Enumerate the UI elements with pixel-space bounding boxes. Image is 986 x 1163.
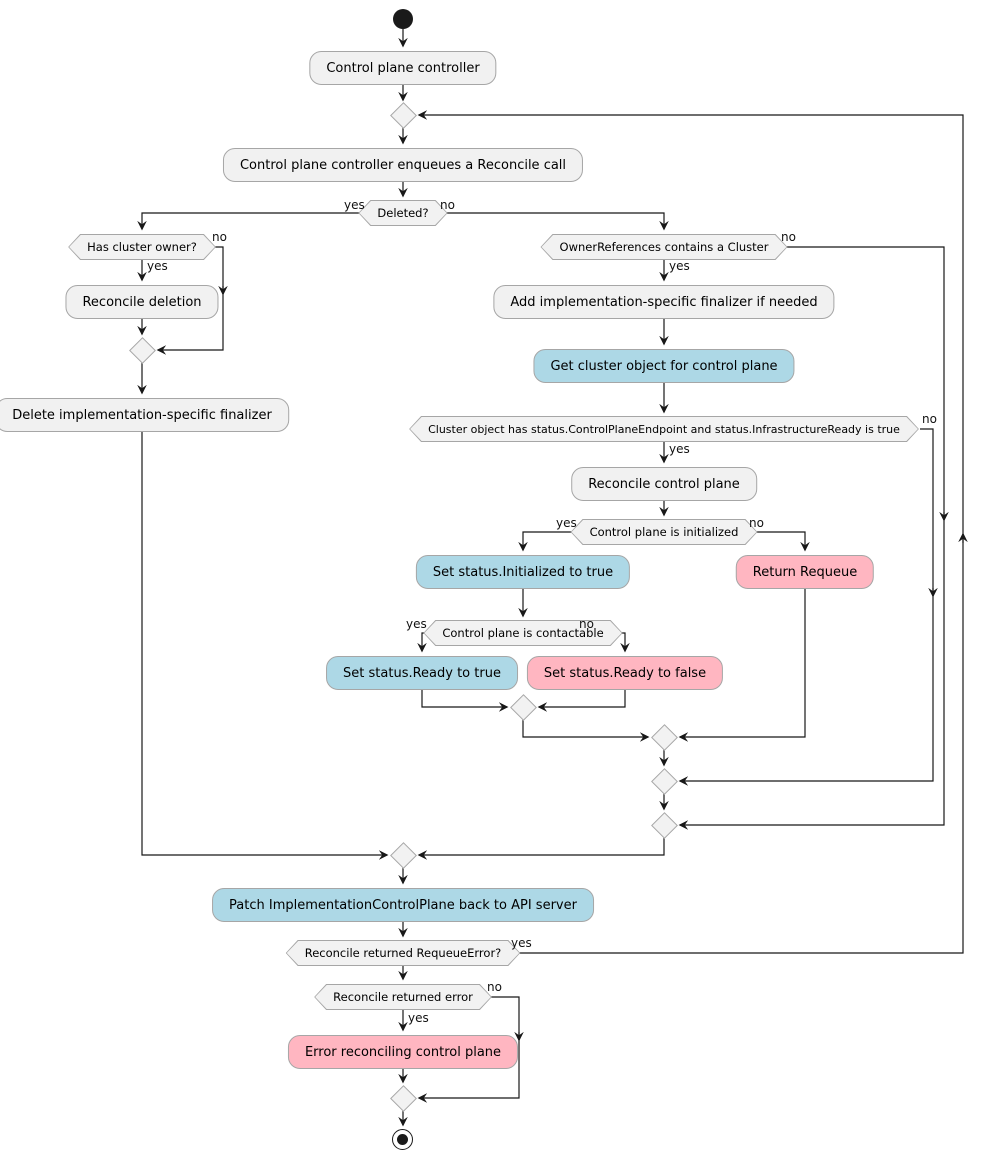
edge-label-deleted-no: no — [440, 198, 455, 212]
edge-label-contactable-no: no — [579, 617, 594, 631]
activity-control-plane-controller: Control plane controller — [309, 51, 497, 85]
edge-label-ownerref-yes: yes — [669, 259, 690, 273]
activity-return-requeue: Return Requeue — [735, 555, 875, 589]
decision-requeue-error: Reconcile returned RequeueError? — [286, 940, 521, 966]
edge-label-ownerref-no: no — [781, 230, 796, 244]
edge-label-error-no: no — [487, 980, 502, 994]
activity-set-ready-true: Set status.Ready to true — [326, 656, 518, 690]
activity-reconcile-control-plane: Reconcile control plane — [571, 467, 757, 501]
edge-label-cluster-no: no — [922, 412, 937, 426]
decision-deleted: Deleted? — [358, 200, 447, 226]
decision-cluster-object-ready: Cluster object has status.ControlPlaneEn… — [409, 416, 919, 442]
edge-label-cluster-yes: yes — [669, 442, 690, 456]
decision-has-cluster-owner: Has cluster owner? — [68, 234, 216, 260]
end-node — [392, 1129, 413, 1150]
decision-control-plane-contactable: Control plane is contactable — [423, 620, 622, 646]
edge-label-requeue-yes: yes — [511, 936, 532, 950]
edge-label-deleted-yes: yes — [344, 198, 365, 212]
activity-get-cluster-object: Get cluster object for control plane — [533, 349, 795, 383]
edge-label-initialized-yes: yes — [556, 516, 577, 530]
activity-reconcile-deletion: Reconcile deletion — [65, 285, 219, 319]
decision-control-plane-initialized: Control plane is initialized — [571, 519, 758, 545]
edge-label-owner-yes: yes — [147, 259, 168, 273]
decision-ownerreferences-cluster: OwnerReferences contains a Cluster — [541, 234, 788, 260]
edge-label-contactable-yes: yes — [406, 617, 427, 631]
activity-delete-finalizer: Delete implementation-specific finalizer — [0, 398, 289, 432]
edge-label-owner-no: no — [212, 230, 227, 244]
activity-patch-api-server: Patch ImplementationControlPlane back to… — [212, 888, 594, 922]
activity-error-reconciling: Error reconciling control plane — [287, 1035, 519, 1069]
activity-enqueue-reconcile: Control plane controller enqueues a Reco… — [222, 148, 584, 182]
activity-set-ready-false: Set status.Ready to false — [526, 656, 724, 690]
start-node — [393, 9, 413, 29]
edge-label-error-yes: yes — [408, 1011, 429, 1025]
end-node-inner — [397, 1134, 408, 1145]
edge-label-initialized-no: no — [749, 516, 764, 530]
activity-add-finalizer: Add implementation-specific finalizer if… — [493, 285, 835, 319]
decision-returned-error: Reconcile returned error — [314, 984, 492, 1010]
activity-set-initialized-true: Set status.Initialized to true — [415, 555, 631, 589]
